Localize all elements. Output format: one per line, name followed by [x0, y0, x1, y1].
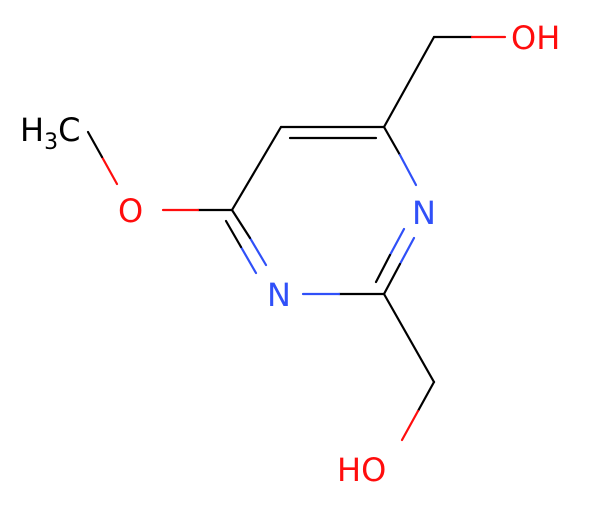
- bond-c2-ch2: [382, 292, 436, 384]
- bond-ch2-oh-bottom-carbon: [416, 380, 436, 413]
- bond-n1-c6-carbon: [230, 208, 252, 240]
- bond-n1-c6-nitrogen: [248, 236, 268, 267]
- bond-c4-n3-nitrogen: [398, 153, 418, 187]
- bond-n3-c2-double-nitrogen: [388, 227, 406, 257]
- methyl-h: H: [20, 111, 44, 149]
- hydroxyl-top-label: OH: [511, 19, 560, 57]
- bond-o-ch3-oxygen: [100, 155, 119, 186]
- bond-o-ch3-carbon: [86, 130, 104, 159]
- nitrogen-left-label: N: [267, 276, 291, 314]
- bond-n1-c6-double-nitrogen: [239, 245, 258, 275]
- methoxy-oxygen-label: O: [118, 192, 143, 230]
- bond-n1-c6-double-carbon: [224, 219, 243, 249]
- bond-n3-c2-carbon: [382, 262, 402, 296]
- bonds: [86, 35, 507, 442]
- bond-n3-c2-double-carbon: [374, 253, 392, 284]
- nitrogen-right-label: N: [412, 194, 436, 232]
- atom-labels: OH N N O HO H3C: [20, 19, 560, 489]
- bond-ch2-oh-bottom-oxygen: [400, 409, 420, 442]
- bond-c4-ch2: [382, 35, 436, 129]
- methyl-label: H3C: [20, 111, 80, 155]
- methyl-c: C: [58, 111, 80, 149]
- methyl-subscript: 3: [44, 130, 58, 155]
- hydroxyl-bottom-label: HO: [337, 451, 386, 489]
- bond-c4-n3-carbon: [382, 125, 402, 157]
- bond-n3-c2-nitrogen: [398, 236, 416, 266]
- bond-c6-c5: [230, 125, 283, 212]
